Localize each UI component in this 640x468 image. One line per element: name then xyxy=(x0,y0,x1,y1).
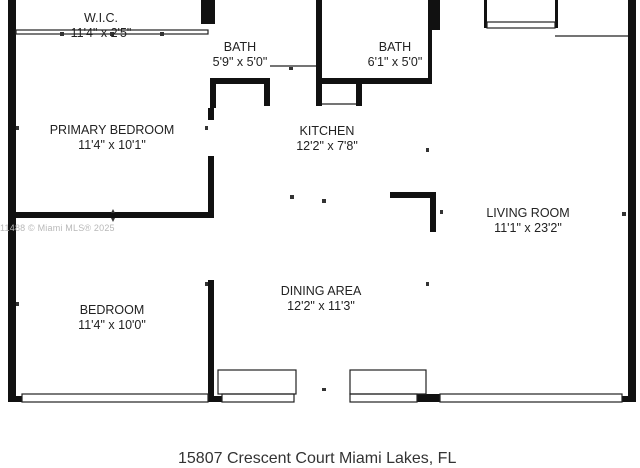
wall-living-bath xyxy=(428,30,432,84)
window-bottom-4 xyxy=(439,393,623,403)
wall-bottom-living-left xyxy=(417,394,440,402)
room-dims: 5'9" x 5'0" xyxy=(212,55,268,69)
room-name: W.I.C. xyxy=(83,11,119,25)
window-bottom-2 xyxy=(221,393,295,403)
tick-dining-bottom xyxy=(322,388,326,391)
wall-bath-left-bottom xyxy=(210,78,270,84)
arrow-bedroom-divider-2 xyxy=(111,218,115,222)
wall-living-top xyxy=(428,0,440,30)
tick-bedroom-left xyxy=(16,302,19,306)
room-name: BATH xyxy=(378,40,412,54)
room-label-bath-left: BATH 5'9" x 5'0" xyxy=(213,40,268,70)
tick-bedroom-right xyxy=(205,282,208,286)
tick-wic-1 xyxy=(60,32,64,36)
wall-bath-right-stub2 xyxy=(356,78,362,106)
room-name: DINING AREA xyxy=(280,284,362,298)
room-label-wic: W.I.C. 11'4" x 2'5" xyxy=(71,11,132,41)
wall-bottom-right xyxy=(622,396,636,402)
window-bottom-3 xyxy=(349,393,418,403)
room-dims: 11'1" x 23'2" xyxy=(494,221,562,235)
room-name: KITCHEN xyxy=(299,124,355,138)
room-label-kitchen: KITCHEN 12'2" x 7'8" xyxy=(296,124,358,154)
wall-bath-right-stub xyxy=(316,78,322,106)
wall-kitchen-living xyxy=(390,192,436,198)
room-dims: 11'4" x 10'1" xyxy=(78,138,146,152)
wall-bedroom-center xyxy=(208,280,214,396)
wall-kitchen-living-v xyxy=(430,192,436,232)
room-name: BEDROOM xyxy=(79,303,145,317)
room-dims: 12'2" x 11'3" xyxy=(287,299,355,313)
room-label-primary-bedroom: PRIMARY BEDROOM 11'4" x 10'1" xyxy=(50,123,175,153)
counter-right xyxy=(349,369,427,395)
room-dims: 12'2" x 7'8" xyxy=(296,139,358,153)
wall-outer-left xyxy=(8,0,16,402)
window-top-mullion-1 xyxy=(484,0,487,28)
room-dims: 11'4" x 10'0" xyxy=(78,318,146,332)
mls-watermark: 11488 © Miami MLS® 2025 xyxy=(0,223,115,233)
tick-kitchen-right xyxy=(426,148,429,152)
tick-primary-left xyxy=(16,126,19,130)
tick-living-left xyxy=(440,210,443,214)
counter-left xyxy=(217,369,297,395)
wall-bath-left-side xyxy=(264,78,270,106)
room-name: PRIMARY BEDROOM xyxy=(49,123,175,137)
room-name: BATH xyxy=(223,40,257,54)
tick-kitchen-2 xyxy=(322,199,326,203)
tick-living-right xyxy=(622,212,626,216)
window-bottom-1 xyxy=(21,393,209,403)
wall-bedrooms xyxy=(16,212,214,218)
tick-center-top xyxy=(289,67,293,70)
wall-bath-right-left xyxy=(316,0,322,84)
address-caption: 15807 Crescent Court Miami Lakes, FL xyxy=(178,450,457,467)
room-name: LIVING ROOM xyxy=(486,206,570,220)
tick-dining-right xyxy=(426,282,429,286)
wall-outer-right xyxy=(628,0,636,402)
room-label-bath-right: BATH 6'1" x 5'0" xyxy=(368,40,423,70)
wall-bath-right-bottom xyxy=(316,78,432,84)
tick-wic-3 xyxy=(160,32,164,36)
tick-kitchen-1 xyxy=(290,195,294,199)
tick-primary-right xyxy=(205,126,208,130)
room-label-bedroom: BEDROOM 11'4" x 10'0" xyxy=(78,303,146,333)
wall-bottom-left xyxy=(8,396,22,402)
tick-wic-2 xyxy=(110,32,114,36)
window-top-mullion-2 xyxy=(555,0,558,28)
wall-primary-center xyxy=(208,108,214,120)
room-dims: 6'1" x 5'0" xyxy=(367,55,423,69)
window-top-right xyxy=(486,21,556,29)
room-label-living-room: LIVING ROOM 11'1" x 23'2" xyxy=(486,206,569,236)
arrow-bedroom-divider xyxy=(111,209,115,213)
wall-bath-left-inner xyxy=(210,78,216,108)
room-dims: 11'4" x 2'5" xyxy=(70,26,132,40)
wall-cap-left xyxy=(201,0,215,24)
room-label-dining-area: DINING AREA 12'2" x 11'3" xyxy=(281,284,362,314)
wall-bottom-bedroom-mid xyxy=(208,396,222,402)
wall-primary-center-2 xyxy=(208,156,214,216)
